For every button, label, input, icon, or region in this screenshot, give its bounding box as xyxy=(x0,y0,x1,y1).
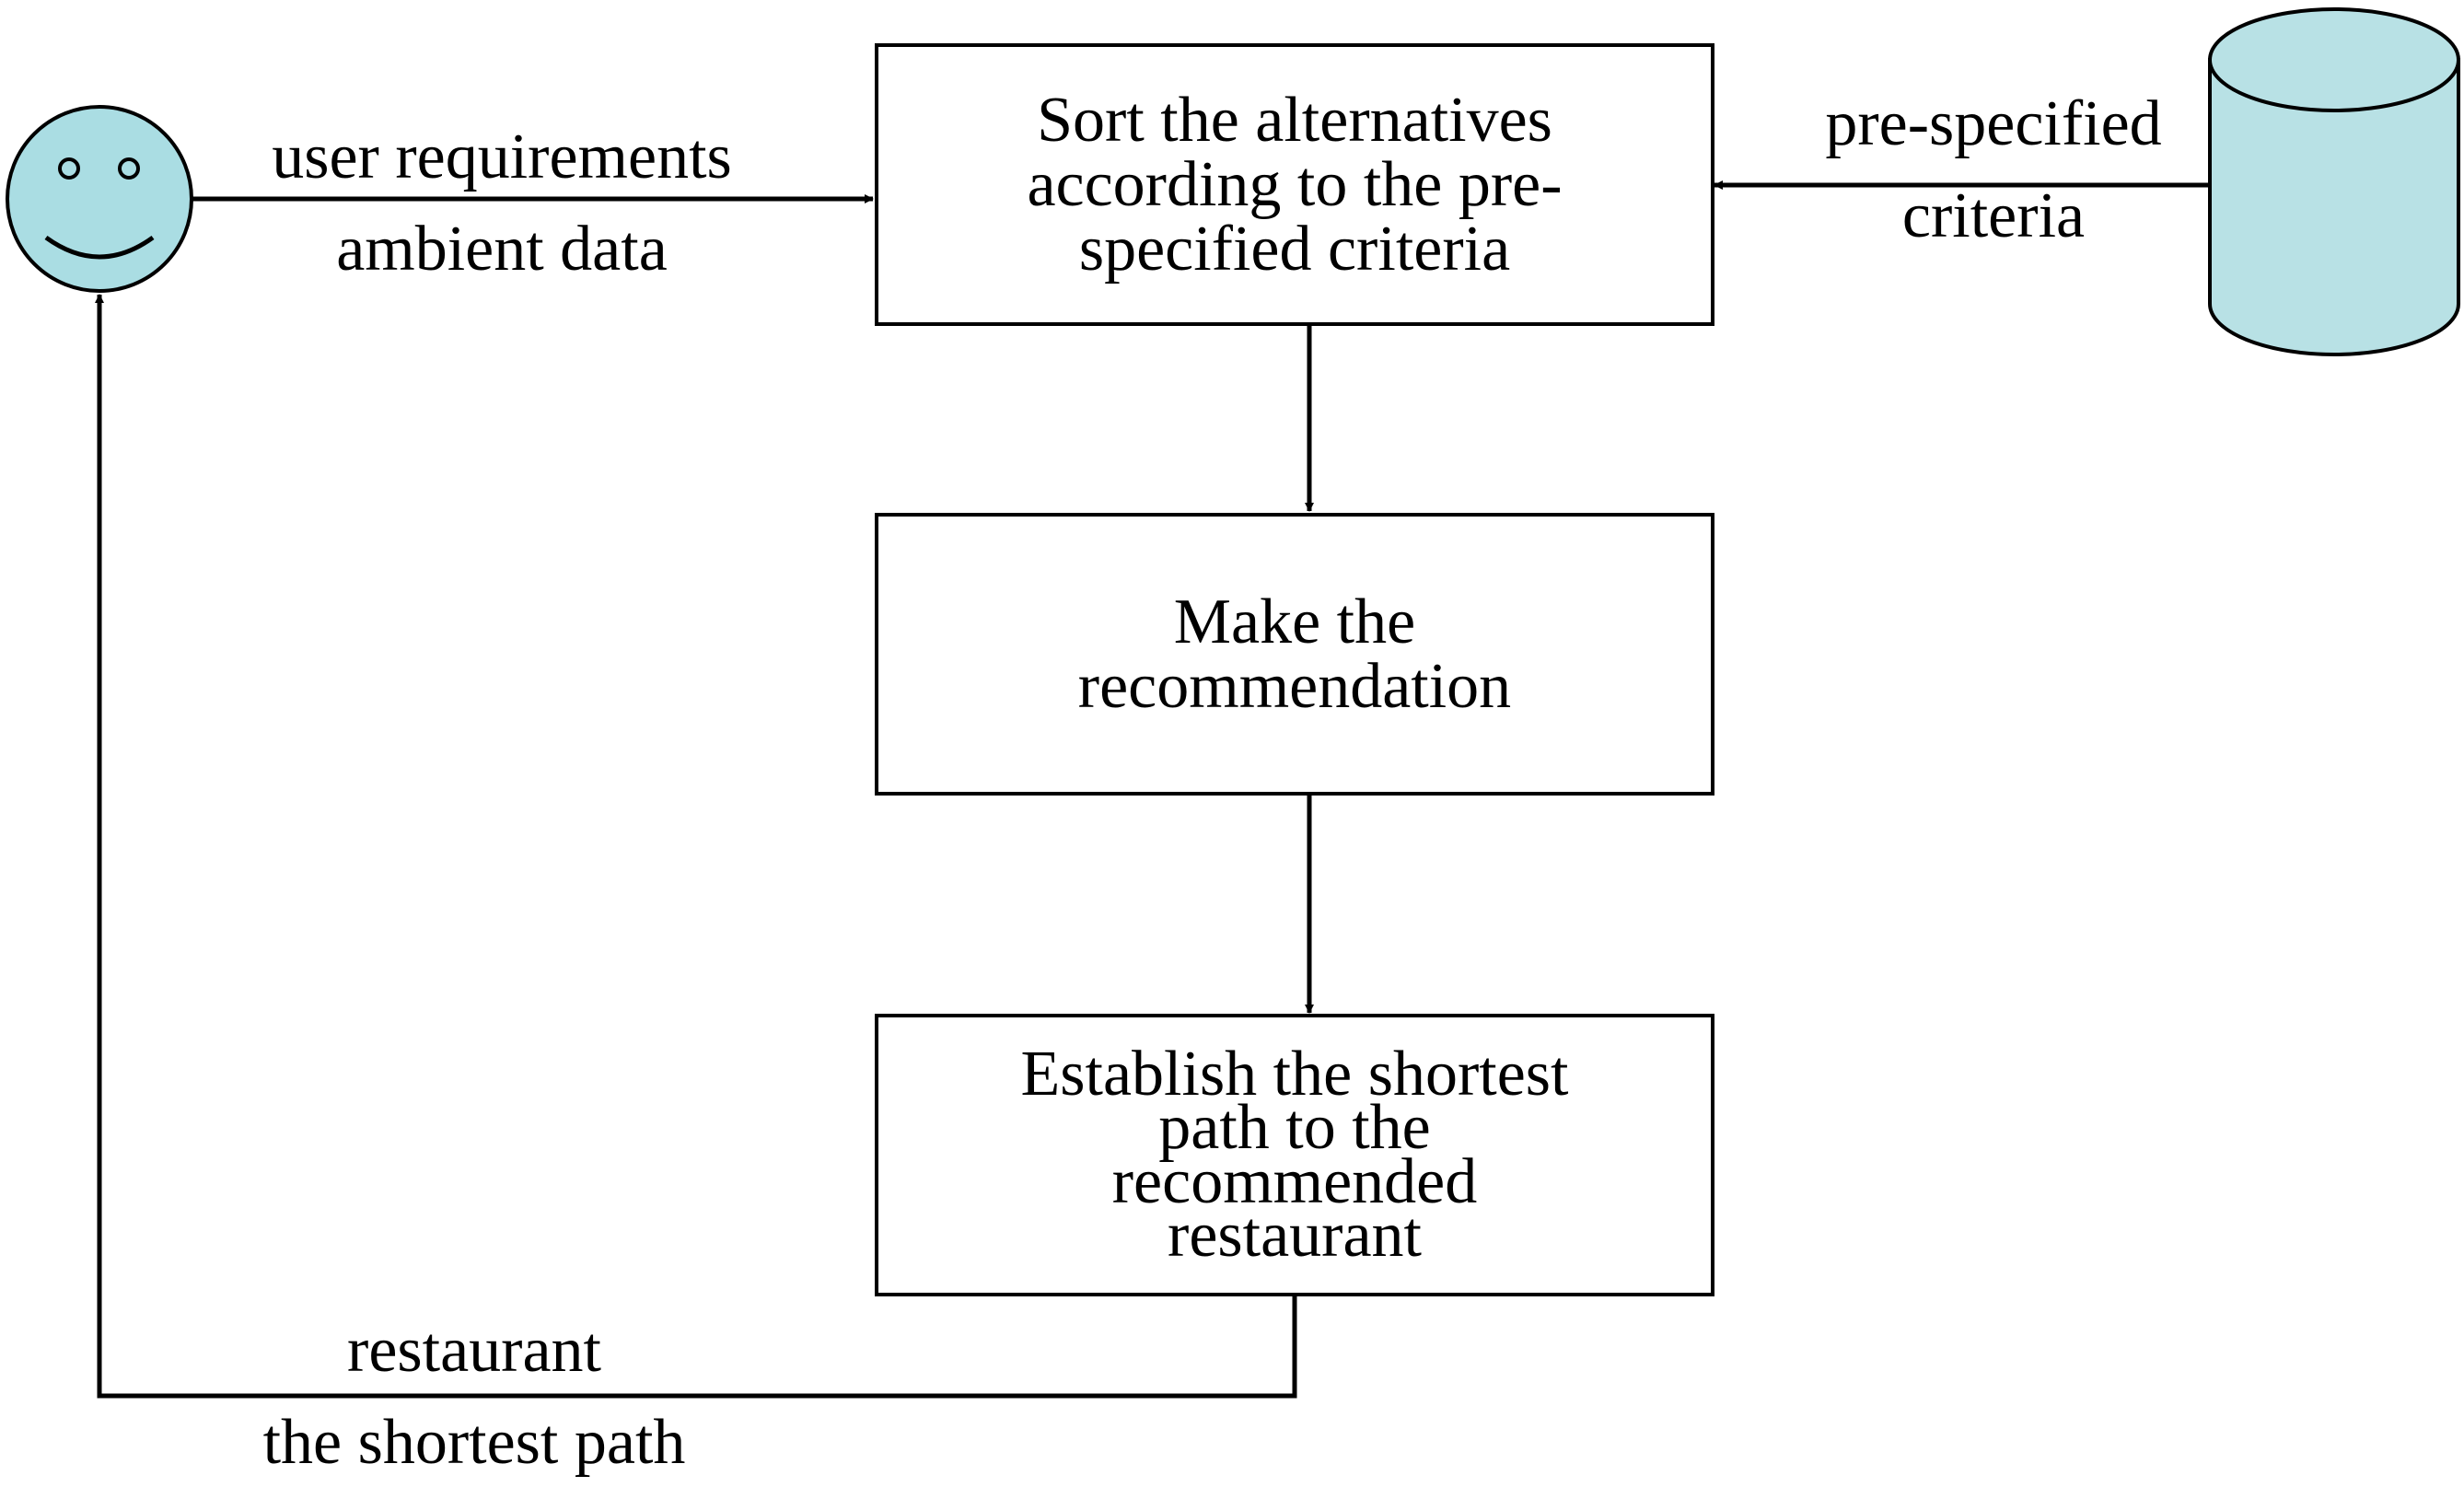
edge-label-user-requirements: user requirements xyxy=(272,122,732,192)
step-recommend-label: Make the recommendation xyxy=(1077,586,1512,722)
step-path-label: Establish the shortest path to the recom… xyxy=(1020,1039,1569,1271)
edge-label-shortest-path: the shortest path xyxy=(262,1407,686,1478)
edge-label-ambient-data: ambient data xyxy=(336,214,668,285)
step-sort-label: Sort the alternatives according to the p… xyxy=(1027,84,1563,285)
database-cylinder-icon xyxy=(2208,7,2460,356)
edge-label-criteria: criteria xyxy=(1901,180,2086,251)
smiley-face-icon xyxy=(6,105,193,293)
edge-label-restaurant: restaurant xyxy=(347,1315,601,1386)
arrow-path-to-actor xyxy=(95,294,1297,1399)
step-make-recommendation: Make the recommendation xyxy=(875,513,1714,796)
step-sort-alternatives: Sort the alternatives according to the p… xyxy=(875,43,1714,326)
step-establish-path: Establish the shortest path to the recom… xyxy=(875,1014,1714,1296)
edge-label-pre-specified: pre-specified xyxy=(1825,88,2162,159)
